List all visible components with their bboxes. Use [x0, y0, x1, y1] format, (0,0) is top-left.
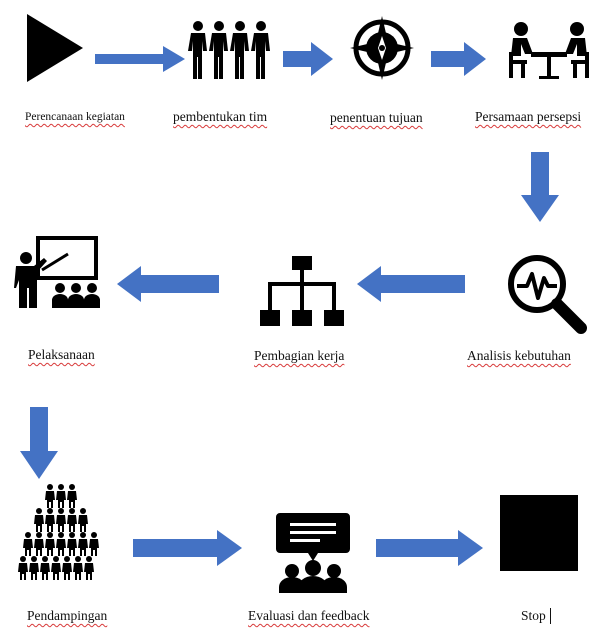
stop-square-icon [500, 495, 578, 571]
step-label-persamaan-persepsi: Persamaan persepsi [475, 109, 582, 124]
team-people-icon [188, 21, 270, 79]
presentation-teacher-icon [14, 236, 100, 308]
flow-arrow-6-7 [117, 266, 219, 302]
step-label-pendampingan: Pendampingan [27, 608, 108, 623]
step-label-pembagian-kerja: Pembagian kerja [254, 348, 345, 363]
compass-icon [350, 16, 414, 80]
step-label-analisis-kebutuhan: Analisis kebutuhan [467, 348, 571, 363]
step-label-perencanaan-kegiatan: Perencanaan kegiatan [25, 111, 125, 123]
step-label-pembentukan-tim: pembentukan tim [173, 109, 268, 124]
flow-arrow-9-10 [376, 530, 483, 566]
flow-arrow-4-5 [521, 152, 559, 222]
flow-arrow-3-4 [431, 42, 486, 76]
feedback-chat-icon [276, 513, 350, 593]
step-label-stop: Stop [521, 608, 546, 623]
play-triangle-icon [27, 14, 83, 82]
org-chart-icon [260, 256, 344, 326]
flow-arrow-8-9 [133, 530, 242, 566]
flow-arrow-2-3 [283, 42, 333, 76]
flow-arrow-1-2 [95, 46, 185, 72]
flow-arrow-7-8 [20, 407, 58, 479]
step-label-pelaksanaan: Pelaksanaan [28, 347, 95, 362]
step-label-evaluasi-dan-feedback: Evaluasi dan feedback [248, 608, 370, 623]
meeting-table-icon [509, 22, 589, 79]
step-label-penentuan-tujuan: penentuan tujuan [330, 110, 423, 125]
flow-arrow-5-6 [357, 266, 465, 302]
text-cursor [550, 608, 551, 624]
analysis-magnifier-icon [508, 255, 587, 334]
people-pyramid-icon [18, 484, 99, 580]
